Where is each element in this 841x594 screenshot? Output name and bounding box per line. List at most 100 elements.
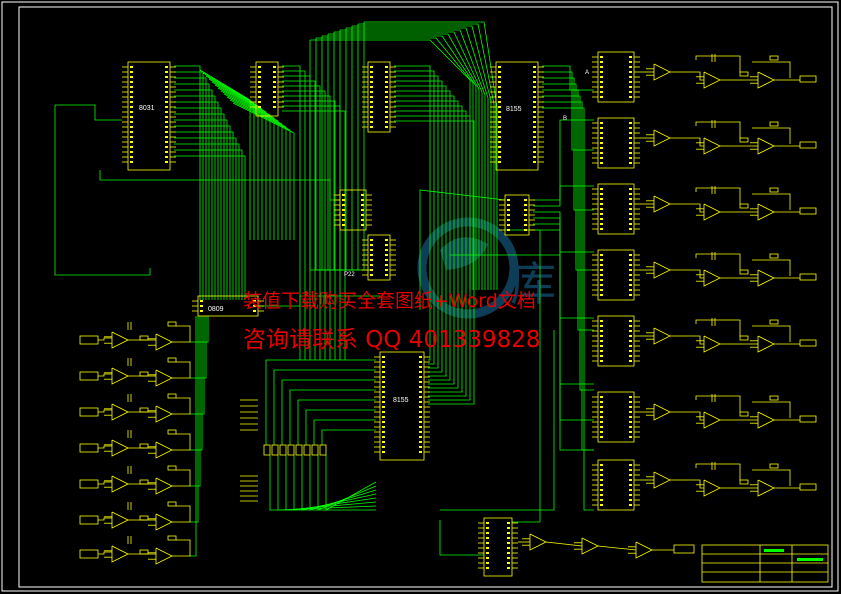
channel-resistor-3 — [739, 269, 749, 275]
pin-mark — [273, 66, 276, 68]
seven-seg-digit-0 — [263, 444, 271, 456]
pin-mark — [385, 121, 388, 123]
pin-mark — [533, 101, 536, 103]
pin-mark — [342, 194, 345, 196]
kbd-ppi-chip-label: 8155 — [393, 397, 409, 404]
pin-mark — [370, 116, 373, 118]
pin-mark — [533, 86, 536, 88]
channel-feedback — [695, 187, 741, 204]
pin-mark — [629, 56, 632, 58]
pin-mark — [382, 401, 385, 403]
upper-bus-wire — [316, 37, 474, 290]
pin-mark — [165, 86, 168, 88]
data-bus-wire — [226, 96, 287, 240]
pin-mark — [385, 244, 388, 246]
channel-link — [670, 137, 704, 147]
channel-resistor-4 — [739, 335, 749, 341]
input-opamp-a-0 — [111, 331, 129, 349]
channel-feedback — [695, 55, 741, 72]
pin-mark — [629, 157, 632, 159]
pin-mark — [600, 91, 603, 93]
ppi-output-wire — [542, 83, 594, 271]
pin-mark — [165, 156, 168, 158]
pin-mark — [385, 269, 388, 271]
pin-mark — [629, 350, 632, 352]
pin-mark — [533, 156, 536, 158]
pin-mark — [524, 204, 527, 206]
pin-mark — [629, 411, 632, 413]
pin-mark — [258, 71, 261, 73]
pin-mark — [486, 542, 489, 544]
seven-seg-digit-1 — [271, 444, 279, 456]
pin-mark — [130, 121, 133, 123]
display-wire — [313, 419, 376, 445]
pin-mark — [600, 208, 603, 210]
upper-bus-wire — [339, 30, 370, 271]
pin-mark — [130, 161, 133, 163]
pin-mark — [130, 91, 133, 93]
eprom-bus-wire — [394, 100, 459, 389]
channel-chip-4 — [597, 315, 635, 367]
seven-seg-digit-4 — [295, 444, 303, 456]
pin-mark — [629, 479, 632, 481]
input-opamp-a-4 — [111, 475, 129, 493]
pin-mark — [600, 504, 603, 506]
pin-mark — [507, 224, 510, 226]
pin-mark — [600, 499, 603, 501]
data-bus-wire — [208, 78, 263, 240]
pin-mark — [507, 219, 510, 221]
input-opamp-a-3 — [111, 439, 129, 457]
channel-opamp-c-1 — [757, 137, 775, 155]
output-opamp-b — [581, 537, 599, 555]
pin-mark — [600, 152, 603, 154]
pin-mark — [370, 81, 373, 83]
data-bus-wire — [199, 69, 251, 240]
pin-mark — [419, 376, 422, 378]
pin-mark — [600, 198, 603, 200]
output-link — [597, 545, 637, 551]
address-bus-wire — [174, 95, 216, 300]
pin-mark — [629, 464, 632, 466]
pin-mark — [600, 294, 603, 296]
input-feedback-2 — [167, 393, 177, 399]
pin-mark — [382, 391, 385, 393]
pin-mark — [600, 479, 603, 481]
pin-mark — [130, 116, 133, 118]
pin-mark — [385, 249, 388, 251]
pin-mark — [498, 116, 501, 118]
channel-resistor-0 — [739, 71, 749, 77]
pin-mark — [629, 289, 632, 291]
pin-mark — [507, 537, 510, 539]
pin-mark — [130, 156, 133, 158]
pin-mark — [498, 131, 501, 133]
pin-mark — [498, 156, 501, 158]
pin-mark — [253, 310, 256, 312]
pin-mark — [629, 91, 632, 93]
pin-mark — [524, 229, 527, 231]
pin-mark — [419, 411, 422, 413]
pin-mark — [507, 547, 510, 549]
svg-text:库: 库 — [510, 257, 556, 311]
upper-bus-wire — [322, 35, 477, 290]
drawing-border — [18, 6, 833, 588]
data-bus-wire — [229, 99, 291, 240]
kbd-link-wire — [419, 189, 506, 310]
pin-mark — [629, 320, 632, 322]
pin-mark — [600, 406, 603, 408]
pin-mark — [258, 81, 261, 83]
pin-mark — [629, 469, 632, 471]
pin-mark — [385, 111, 388, 113]
title-block — [701, 544, 829, 583]
pin-mark — [600, 147, 603, 149]
pin-mark — [600, 340, 603, 342]
channel-output-box-0 — [799, 75, 817, 83]
input-resistor-0 — [139, 335, 149, 341]
pin-mark — [507, 204, 510, 206]
pin-mark — [600, 142, 603, 144]
input-feedback-5 — [167, 501, 177, 507]
address-bus-wire — [174, 65, 201, 300]
pin-mark — [498, 121, 501, 123]
ram-chip — [367, 234, 391, 281]
pin-mark — [419, 451, 422, 453]
